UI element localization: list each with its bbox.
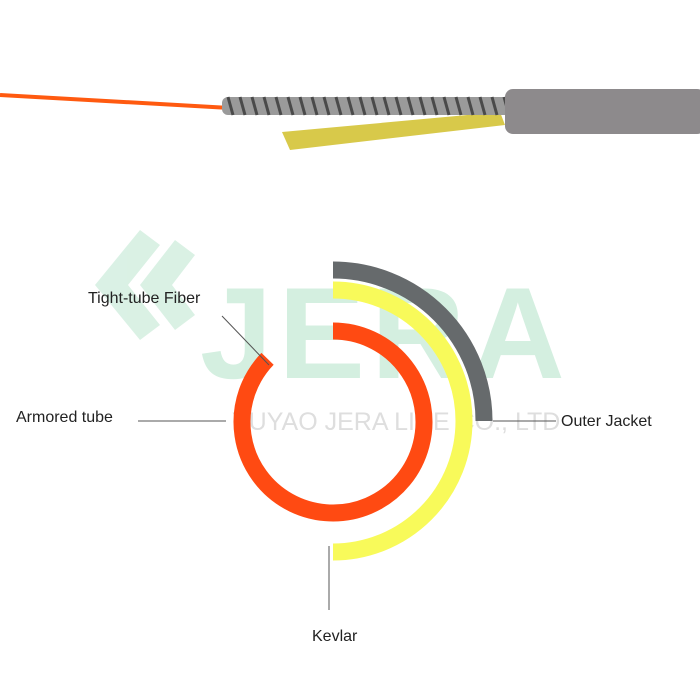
armor-coil	[274, 96, 283, 116]
fiber-strand	[0, 93, 231, 110]
armor-coil	[226, 96, 235, 116]
armored-tube-photo	[222, 97, 512, 115]
label-kevlar: Kevlar	[312, 628, 358, 645]
armor-coil	[490, 96, 499, 116]
watermark-logo	[95, 230, 195, 340]
outer-jacket-photo	[505, 89, 700, 134]
armor-coil	[394, 96, 403, 116]
cable-photo	[0, 89, 700, 150]
armored-tube-arc	[233, 322, 433, 522]
armor-coil	[454, 96, 463, 116]
outer-jacket-arc	[332, 261, 493, 422]
armor-coil	[250, 96, 259, 116]
label-outer-jacket: Outer Jacket	[561, 413, 652, 430]
armor-coil	[286, 96, 295, 116]
armor-coil	[346, 96, 355, 116]
armor-coil	[334, 96, 343, 116]
armor-coils	[226, 96, 511, 116]
watermark-company: YUYAO JERA LINE CO., LTD	[232, 408, 560, 436]
armor-coil	[418, 96, 427, 116]
armor-coil	[466, 96, 475, 116]
armor-coil	[478, 96, 487, 116]
armor-coil	[238, 96, 247, 116]
armor-coil	[442, 96, 451, 116]
leader-tight-tube	[221, 315, 270, 366]
label-armored-tube: Armored tube	[16, 409, 113, 426]
armor-coil	[262, 96, 271, 116]
armor-coil	[382, 96, 391, 116]
armor-coil	[310, 96, 319, 116]
armor-coil	[298, 96, 307, 116]
armor-coil	[322, 96, 331, 116]
kevlar-strands	[282, 112, 505, 150]
armor-coil	[370, 96, 379, 116]
label-tight-tube-fiber: Tight-tube Fiber	[88, 290, 201, 307]
armor-coil	[430, 96, 439, 116]
kevlar-arc	[332, 281, 473, 561]
armor-coil	[358, 96, 367, 116]
armor-coil	[406, 96, 415, 116]
